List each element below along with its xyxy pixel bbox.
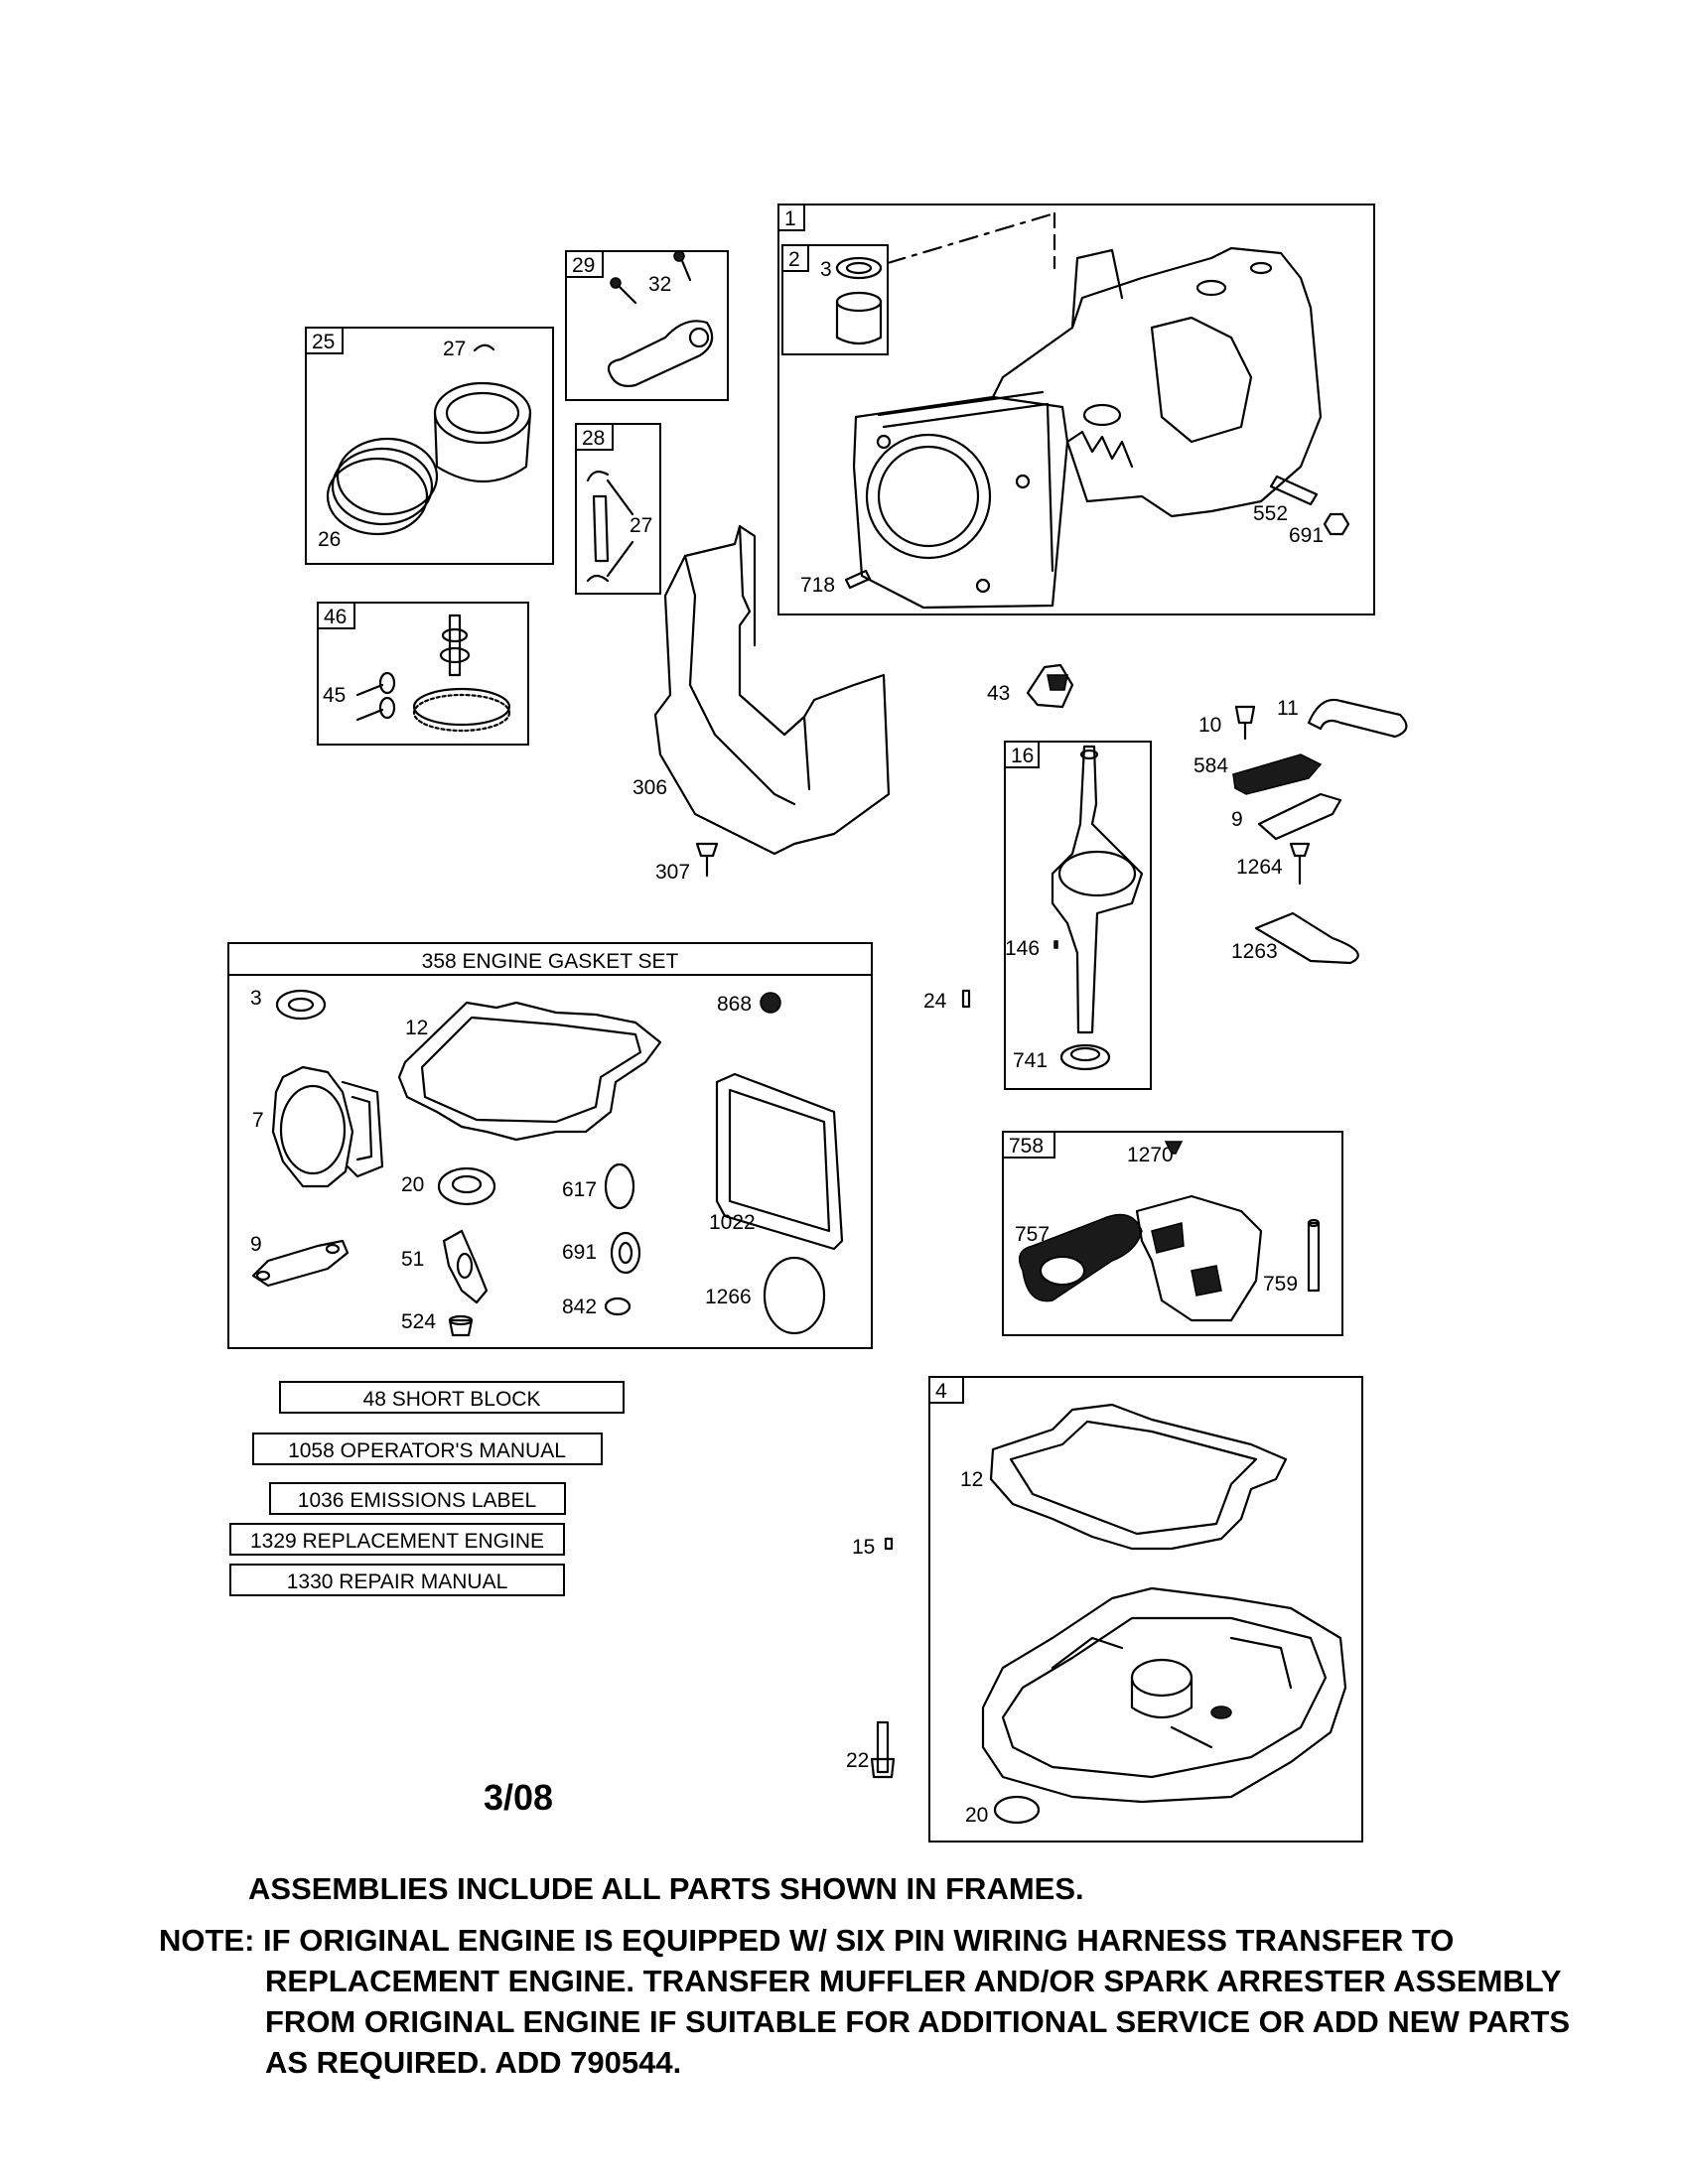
callout-757: 757 — [1015, 1223, 1050, 1246]
note-line-3: FROM ORIGINAL ENGINE IF SUITABLE FOR ADD… — [265, 2004, 1571, 2039]
callout-691: 691 — [1289, 524, 1324, 547]
callout-27b: 27 — [630, 514, 652, 537]
part-306-shroud: 306 307 — [632, 524, 891, 884]
parts-list-item-repair-manual: 1330 REPAIR MANUAL — [287, 1570, 508, 1593]
frame-28-wrist-pin: 28 27 — [575, 423, 661, 595]
callout-307: 307 — [655, 861, 690, 884]
callout-691b: 691 — [562, 1241, 597, 1264]
callout-51: 51 — [401, 1248, 424, 1271]
parts-list-item-emissions-label: 1036 EMISSIONS LABEL — [298, 1489, 536, 1512]
callout-43: 43 — [987, 682, 1010, 705]
callout-617: 617 — [562, 1178, 597, 1201]
callout-1266: 1266 — [705, 1286, 752, 1308]
callout-3: 3 — [820, 258, 832, 281]
callout-22: 22 — [846, 1749, 869, 1772]
callout-842: 842 — [562, 1296, 597, 1318]
frame-29-connecting-rod: 29 32 — [565, 250, 729, 401]
callout-3b: 3 — [250, 987, 262, 1010]
callout-12b: 12 — [960, 1468, 983, 1491]
parts-list: 48 SHORT BLOCK 1058 OPERATOR'S MANUAL 10… — [229, 1381, 625, 1596]
part-24-pin: 24 — [923, 989, 971, 1013]
callout-524: 524 — [401, 1310, 436, 1333]
cylinder-block-drawing — [852, 246, 1323, 610]
callout-1270: 1270 — [1127, 1144, 1174, 1166]
parts-breather-group: 10 11 584 9 1264 1263 — [1193, 697, 1408, 965]
callout-20b: 20 — [965, 1804, 988, 1827]
frame-label-1: 1 — [784, 207, 796, 230]
gasket-set-title: 358 ENGINE GASKET SET — [422, 950, 679, 973]
callout-718: 718 — [800, 574, 835, 597]
part-43-governor: 43 — [987, 663, 1074, 709]
frame-25-piston: 25 27 26 — [305, 327, 554, 565]
frame-label-25: 25 — [312, 331, 335, 353]
frame-label-16: 16 — [1011, 745, 1034, 767]
frame-label-29: 29 — [572, 254, 595, 277]
callout-45: 45 — [323, 684, 346, 707]
callout-15: 15 — [852, 1536, 875, 1559]
callout-24: 24 — [923, 990, 947, 1013]
frame-46-camshaft: 46 45 — [317, 602, 529, 746]
frame-758-governor-assembly: 758 1270 757 759 — [1002, 1131, 1343, 1336]
part-15-dowel: 15 — [852, 1536, 894, 1559]
frame-label-46: 46 — [324, 606, 347, 628]
note-line-1: NOTE: IF ORIGINAL ENGINE IS EQUIPPED W/ … — [159, 1923, 1455, 1958]
callout-9b: 9 — [250, 1233, 262, 1256]
callout-9: 9 — [1231, 808, 1243, 831]
callout-1264: 1264 — [1236, 856, 1283, 879]
frame-358-engine-gasket-set: 358 ENGINE GASKET SET 3 12 868 7 20 617 … — [227, 942, 873, 1349]
parts-list-item-short-block: 48 SHORT BLOCK — [363, 1388, 541, 1411]
note-line-4: AS REQUIRED. ADD 790544. — [265, 2045, 682, 2080]
note-assemblies: ASSEMBLIES INCLUDE ALL PARTS SHOWN IN FR… — [248, 1871, 1084, 1906]
callout-32: 32 — [648, 273, 671, 296]
callout-306: 306 — [632, 776, 667, 799]
date-code: 3/08 — [484, 1777, 554, 1818]
frame-label-758: 758 — [1009, 1135, 1044, 1158]
frame-label-28: 28 — [582, 427, 605, 450]
callout-7: 7 — [252, 1109, 264, 1132]
callout-1022: 1022 — [709, 1211, 756, 1234]
callout-12: 12 — [405, 1017, 428, 1039]
frame-4-oil-sump: 4 12 20 — [928, 1376, 1363, 1843]
frame-1-cylinder-block: 1 2 3 552 691 — [777, 204, 1375, 615]
callout-146: 146 — [1005, 937, 1040, 960]
callout-759: 759 — [1263, 1273, 1298, 1296]
callout-26: 26 — [318, 528, 341, 551]
callout-741: 741 — [1013, 1049, 1048, 1072]
frame-label-2: 2 — [788, 248, 800, 271]
callout-1263: 1263 — [1231, 940, 1278, 963]
note-line-2: REPLACEMENT ENGINE. TRANSFER MUFFLER AND… — [265, 1964, 1562, 1998]
callout-27: 27 — [443, 338, 466, 360]
callout-584: 584 — [1193, 754, 1228, 777]
callout-11: 11 — [1277, 697, 1299, 720]
frame-label-4: 4 — [935, 1380, 947, 1403]
frame-16-crankshaft: 16 146 741 — [1004, 741, 1152, 1090]
part-22-bolt: 22 — [846, 1720, 896, 1779]
callout-20: 20 — [401, 1173, 424, 1196]
callout-868: 868 — [717, 993, 752, 1016]
parts-list-item-replacement-engine: 1329 REPLACEMENT ENGINE — [250, 1530, 544, 1553]
callout-10: 10 — [1198, 714, 1221, 737]
callout-552: 552 — [1253, 502, 1288, 525]
parts-list-item-operators-manual: 1058 OPERATOR'S MANUAL — [288, 1439, 566, 1462]
